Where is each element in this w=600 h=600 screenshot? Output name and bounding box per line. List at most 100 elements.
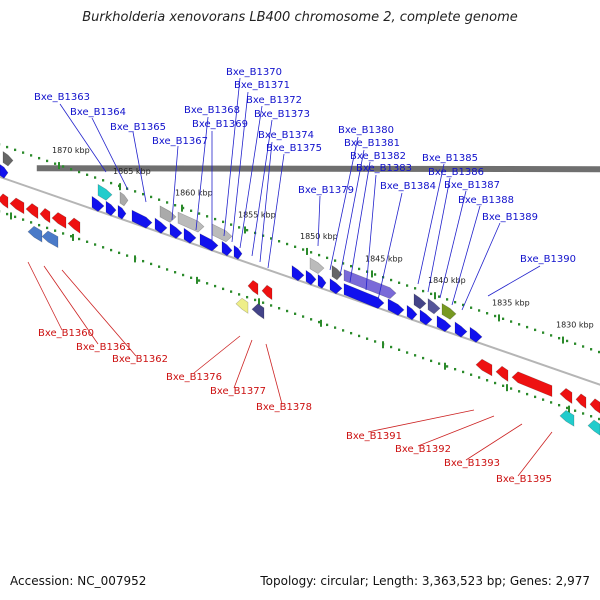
accession-text: Accession: NC_007952 bbox=[10, 574, 147, 588]
tick-dot bbox=[558, 403, 561, 407]
leader-line bbox=[259, 141, 273, 263]
gene-label-reverse: Bxe_B1360 bbox=[38, 328, 94, 339]
gene-label-forward: Bxe_B1367 bbox=[152, 136, 208, 147]
kbp-label: 1850 kbp bbox=[300, 232, 338, 241]
tick-dot bbox=[182, 206, 185, 210]
major-tick bbox=[568, 405, 570, 413]
tick-dot bbox=[462, 370, 465, 374]
tick-dot bbox=[406, 284, 409, 287]
kbp-label: 1845 kbp bbox=[365, 254, 403, 263]
leader-line bbox=[517, 431, 553, 477]
gene-reverse bbox=[495, 365, 509, 382]
gene-forward bbox=[117, 204, 127, 220]
gene-forward bbox=[221, 240, 233, 257]
tick-dot bbox=[414, 287, 417, 290]
gene-block bbox=[211, 223, 233, 243]
tick-dot bbox=[158, 198, 161, 201]
tick-dot bbox=[270, 237, 273, 240]
gene-block bbox=[343, 269, 397, 299]
tick-dot bbox=[598, 350, 600, 354]
tick-dot bbox=[302, 315, 305, 318]
tick-dot bbox=[238, 293, 241, 296]
gene-reverse bbox=[39, 207, 51, 224]
tick-dot bbox=[334, 326, 337, 329]
tick-dot bbox=[118, 251, 121, 255]
tick-dot bbox=[78, 170, 81, 174]
leader-line bbox=[223, 77, 241, 237]
gene-forward bbox=[469, 326, 483, 343]
tick-dot bbox=[278, 307, 281, 310]
tick-dot bbox=[150, 195, 153, 199]
gene-forward bbox=[454, 321, 468, 338]
gene-reverse bbox=[575, 393, 587, 409]
tick-dot bbox=[478, 376, 481, 379]
tick-dot bbox=[166, 201, 169, 204]
tick-dot bbox=[262, 301, 265, 304]
gene-reverse bbox=[25, 203, 39, 220]
kbp-label: 1865 kbp bbox=[113, 167, 151, 176]
backbone-line bbox=[0, 175, 600, 386]
tick-dot bbox=[214, 284, 217, 288]
tick-dot bbox=[38, 156, 41, 160]
gene-label-reverse: Bxe_B1378 bbox=[256, 402, 312, 413]
tick-dot bbox=[94, 176, 97, 179]
tick-dot bbox=[566, 339, 569, 343]
tick-dot bbox=[14, 148, 17, 152]
leader-line bbox=[367, 409, 475, 433]
tick-dot bbox=[390, 278, 393, 282]
tick-dot bbox=[326, 323, 329, 327]
major-tick bbox=[119, 183, 121, 191]
gene-block bbox=[309, 257, 325, 275]
tick-dot bbox=[70, 235, 73, 238]
gene-label-forward: Bxe_B1369 bbox=[192, 119, 248, 130]
tick-dot bbox=[430, 359, 433, 363]
gene-block bbox=[251, 303, 265, 320]
gene-label-forward: Bxe_B1365 bbox=[110, 122, 166, 133]
leader-line bbox=[465, 423, 523, 461]
tick-dot bbox=[30, 154, 33, 157]
major-tick bbox=[306, 247, 308, 255]
tick-dot bbox=[102, 179, 105, 182]
tick-dot bbox=[230, 290, 233, 293]
kbp-label: 1855 kbp bbox=[238, 210, 276, 219]
lower-tick-track bbox=[0, 210, 600, 421]
tick-dot bbox=[326, 256, 329, 260]
kbp-label: 1860 kbp bbox=[175, 189, 213, 198]
tick-dot bbox=[494, 314, 497, 318]
tick-dot bbox=[342, 262, 345, 265]
gene-block bbox=[413, 293, 427, 310]
tick-dot bbox=[78, 237, 81, 241]
kbp-label: 1835 kbp bbox=[492, 298, 530, 307]
gene-label-reverse: Bxe_B1376 bbox=[166, 372, 222, 383]
gene-block bbox=[427, 298, 441, 315]
tick-dot bbox=[198, 279, 201, 282]
gene-label-reverse: Bxe_B1362 bbox=[112, 354, 168, 365]
gene-block bbox=[27, 225, 43, 243]
gene-forward bbox=[291, 265, 305, 282]
map-title: Burkholderia xenovorans LB400 chromosome… bbox=[82, 10, 518, 25]
major-tick bbox=[58, 162, 60, 170]
tick-dot bbox=[110, 248, 113, 252]
gene-label-forward: Bxe_B1379 bbox=[298, 185, 354, 196]
gene-label-reverse: Bxe_B1377 bbox=[210, 386, 266, 397]
major-tick bbox=[434, 292, 436, 300]
gene-reverse bbox=[247, 279, 259, 296]
tick-dot bbox=[366, 270, 369, 273]
leader-line bbox=[251, 119, 273, 257]
gene-forward bbox=[169, 222, 183, 239]
gene-reverse bbox=[9, 197, 25, 215]
gene-label-reverse: Bxe_B1395 bbox=[496, 474, 552, 485]
gene-block bbox=[41, 230, 59, 249]
tick-dot bbox=[534, 395, 537, 399]
tick-dot bbox=[246, 228, 249, 232]
tick-dot bbox=[350, 331, 353, 335]
gene-forward bbox=[154, 217, 168, 234]
tick-dot bbox=[510, 387, 513, 390]
gene-block bbox=[331, 264, 343, 281]
tick-dot bbox=[46, 226, 49, 230]
major-tick bbox=[196, 276, 198, 284]
tick-dot bbox=[398, 348, 401, 351]
tick-dot bbox=[70, 168, 73, 171]
leader-line bbox=[339, 149, 365, 277]
